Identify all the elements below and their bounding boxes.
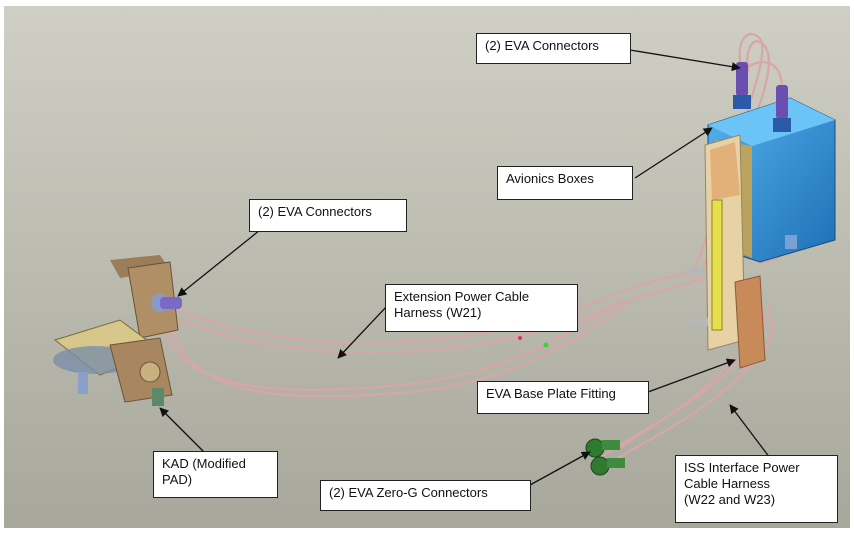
- leader-arrows: [159, 49, 771, 486]
- label-avionics-boxes: Avionics Boxes: [497, 166, 633, 200]
- cable-harness: [163, 32, 792, 467]
- label-kad: KAD (Modified PAD): [153, 451, 278, 498]
- marker-dot-green: [543, 342, 549, 348]
- zero-g-connectors: [585, 438, 625, 476]
- marker-dot-red: [518, 336, 522, 340]
- label-extension-power-cable: Extension Power Cable Harness (W21): [385, 284, 578, 332]
- label-iss-interface-power: ISS Interface Power Cable Harness (W22 a…: [675, 455, 838, 523]
- kad-assembly: [53, 255, 182, 406]
- label-eva-base-plate-fitting: EVA Base Plate Fitting: [477, 381, 649, 414]
- label-zero-g-connectors: (2) EVA Zero-G Connectors: [320, 480, 531, 511]
- label-eva-connectors-left: (2) EVA Connectors: [249, 199, 407, 232]
- label-eva-connectors-top: (2) EVA Connectors: [476, 33, 631, 64]
